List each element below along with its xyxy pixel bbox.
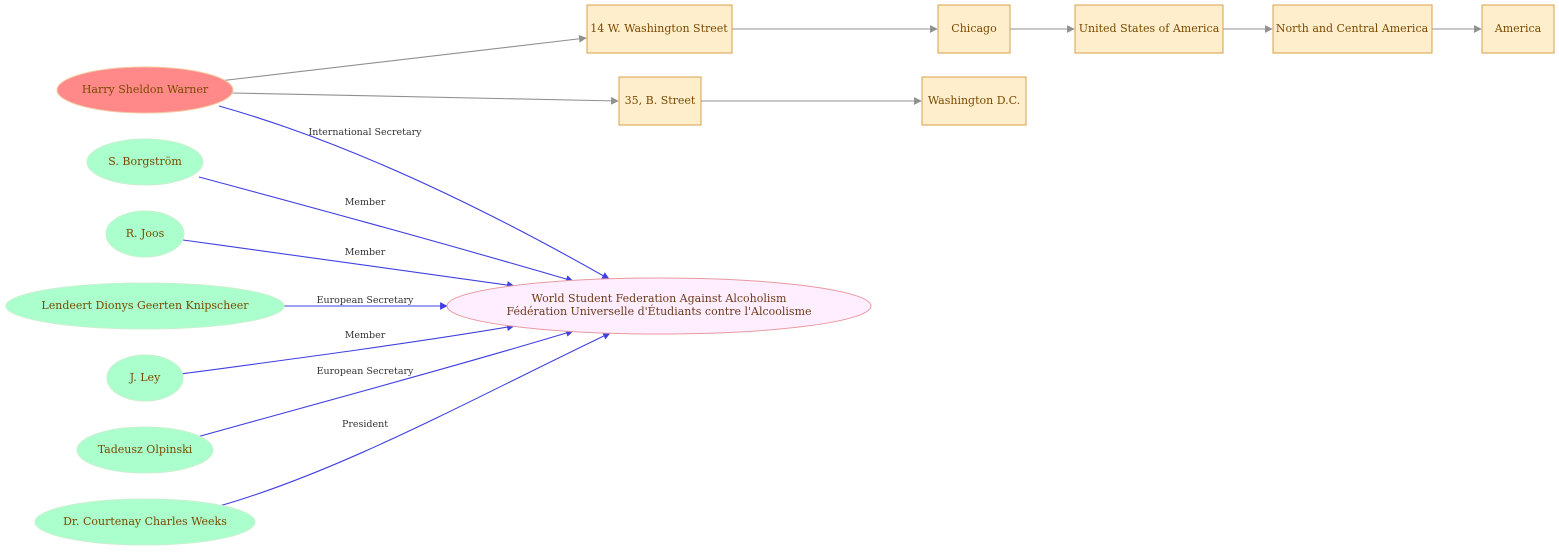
person-name-knipscheer: Lendeert Dionys Geerten Knipscheer — [41, 299, 249, 312]
edge-label-weeks: President — [342, 419, 388, 430]
place-node-america[interactable]: America — [1481, 4, 1555, 54]
edge-warner-to-35b — [231, 92, 619, 105]
edge-label-joos: Member — [345, 247, 386, 258]
organization-node[interactable]: World Student Federation Against Alcohol… — [446, 277, 872, 335]
place-name-washington-dc: Washington D.C. — [928, 94, 1020, 107]
organization-name-line2: Fédération Universelle d'Étudiants contr… — [506, 304, 811, 318]
place-name-america: America — [1494, 22, 1542, 35]
place-name-chicago: Chicago — [951, 22, 997, 35]
person-node-weeks[interactable]: Dr. Courtenay Charles Weeks — [34, 498, 256, 546]
person-node-olpinski[interactable]: Tadeusz Olpinski — [76, 426, 214, 474]
place-node-usa[interactable]: United States of America — [1074, 4, 1224, 54]
edge-joos-to-org — [182, 239, 515, 289]
person-name-joos: R. Joos — [126, 227, 165, 240]
edge-warner-to-14w — [218, 34, 587, 82]
place-node-chicago[interactable]: Chicago — [937, 4, 1011, 54]
person-node-borgstrom[interactable]: S. Borgström — [86, 138, 204, 186]
person-name-warner: Harry Sheldon Warner — [82, 83, 209, 96]
edge-olpinski-to-org — [196, 329, 574, 438]
place-name-35b-street: 35, B. Street — [625, 94, 696, 107]
person-node-warner[interactable]: Harry Sheldon Warner — [56, 66, 234, 114]
place-name-north-central-america: North and Central America — [1276, 22, 1429, 35]
person-node-ley[interactable]: J. Ley — [106, 354, 184, 402]
membership-edges — [180, 105, 611, 508]
place-node-washington-dc[interactable]: Washington D.C. — [921, 76, 1027, 126]
edge-label-olpinski: European Secretary — [317, 366, 414, 377]
place-node-35b-street[interactable]: 35, B. Street — [618, 76, 702, 126]
place-node-north-central-america[interactable]: North and Central America — [1272, 4, 1433, 54]
person-name-borgstrom: S. Borgström — [108, 155, 182, 168]
place-name-usa: United States of America — [1079, 22, 1220, 35]
person-node-joos[interactable]: R. Joos — [105, 210, 185, 258]
person-node-knipscheer[interactable]: Lendeert Dionys Geerten Knipscheer — [5, 282, 285, 330]
edge-ley-to-org — [180, 323, 515, 375]
edge-label-borgstrom: Member — [345, 197, 386, 208]
address-edges — [218, 25, 1482, 105]
place-node-14w-washington[interactable]: 14 W. Washington Street — [586, 4, 733, 54]
edge-label-ley: Member — [345, 330, 386, 341]
person-name-ley: J. Ley — [129, 371, 161, 384]
edge-label-knipscheer: European Secretary — [317, 295, 414, 306]
edge-labels: International Secretary Member Member Eu… — [308, 127, 422, 430]
edge-borgstrom-to-org — [198, 176, 574, 283]
edge-label-warner: International Secretary — [308, 127, 422, 138]
person-name-weeks: Dr. Courtenay Charles Weeks — [63, 515, 227, 528]
person-name-olpinski: Tadeusz Olpinski — [98, 443, 193, 456]
place-name-14w-washington: 14 W. Washington Street — [590, 22, 728, 35]
organization-name-line1: World Student Federation Against Alcohol… — [532, 292, 787, 305]
edge-warner-to-org — [218, 105, 610, 280]
edge-weeks-to-org — [215, 332, 611, 508]
